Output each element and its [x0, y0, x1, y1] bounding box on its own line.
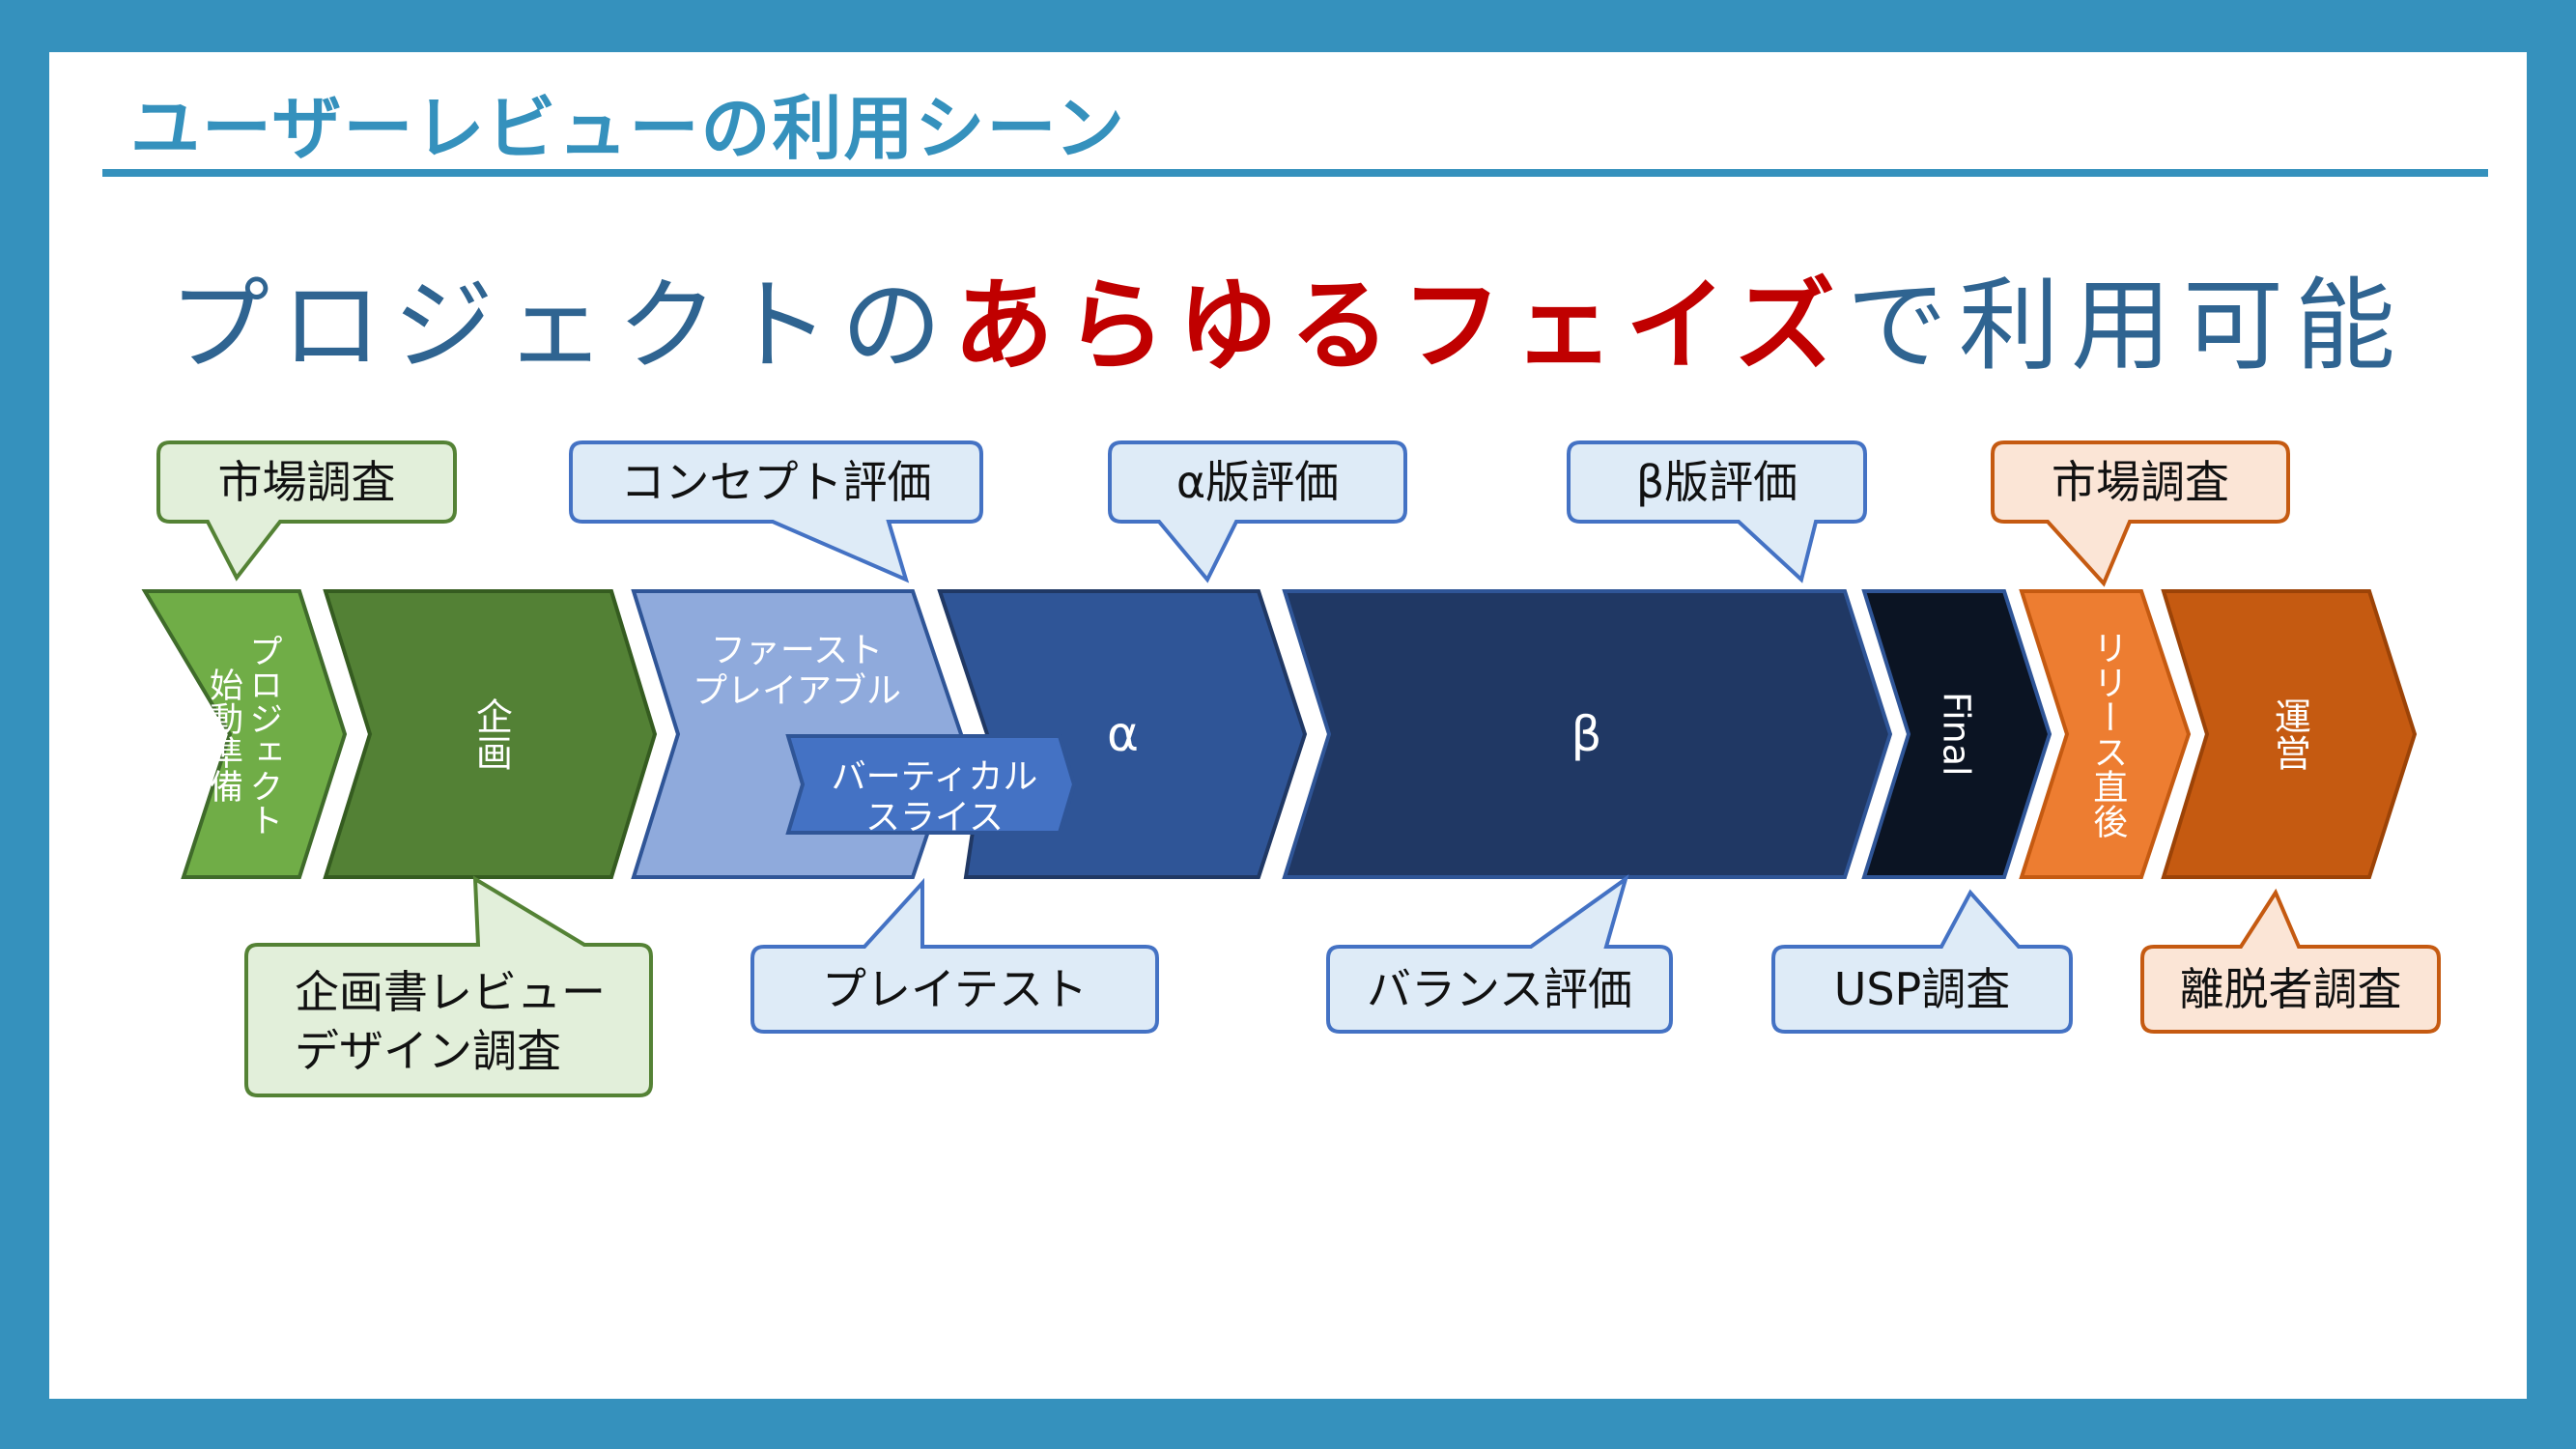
callout-balance-evaluation: バランス評価	[1366, 962, 1633, 1015]
callout-playtest-box	[750, 877, 1159, 1034]
phase-vertical-slice-arrow	[785, 734, 1077, 835]
callout-usp-research: USP調査	[1833, 962, 2011, 1015]
slide-title: ユーザーレビューの利用シーン	[130, 88, 1126, 169]
phase-beta-label: β	[1571, 705, 1602, 762]
phase-alpha-label: α	[1107, 705, 1139, 762]
callout-market-research-2-box	[1991, 440, 2290, 587]
callout-beta-evaluation: β版評価	[1635, 455, 1798, 508]
callout-churn-research: 離脱者調査	[2179, 962, 2402, 1015]
callout-market-research-1-box	[156, 440, 457, 582]
callout-churn-research-box	[2140, 888, 2441, 1034]
callout-alpha-evaluation-box	[1108, 440, 1407, 583]
phase-planning-label: 企画	[469, 697, 513, 771]
headline-prefix: プロジェクトの	[169, 267, 954, 384]
callout-usp-research-box	[1771, 889, 2073, 1034]
title-underline	[102, 169, 2488, 177]
callout-market-research-2: 市場調査	[2052, 455, 2229, 508]
callout-beta-evaluation-box	[1567, 440, 1867, 583]
callout-market-research-1: 市場調査	[217, 455, 396, 508]
phase-first-playable-label: ファースト プレイアブル	[692, 630, 901, 711]
headline-emphasis: あらゆるフェイズ	[953, 267, 1847, 384]
phase-operation-arrow	[2161, 589, 2418, 879]
phase-release-label: リリース直後	[2087, 630, 2128, 838]
phase-release-arrow	[2019, 589, 2192, 879]
callout-balance-evaluation-box	[1326, 874, 1673, 1034]
callout-playtest: プレイテスト	[821, 962, 1089, 1015]
phase-kickoff-arrow	[141, 589, 348, 879]
phase-final-arrow	[1861, 589, 2052, 879]
callout-concept-evaluation-box	[569, 440, 983, 583]
phase-beta-arrow	[1282, 589, 1893, 879]
headline: プロジェクトのあらゆるフェイズで利用可能	[49, 243, 2527, 389]
phase-kickoff-label: プロジェクト始動準備	[204, 634, 283, 837]
callout-concept-evaluation: コンセプト評価	[620, 455, 932, 508]
callout-proposal-review: 企画書レビュー デザイン調査	[295, 966, 606, 1077]
headline-suffix: で利用可能	[1846, 267, 2407, 384]
phase-final-label: Final	[1935, 692, 1978, 777]
phase-planning-arrow	[323, 589, 658, 879]
phase-operation-label: 運営	[2268, 697, 2311, 771]
phase-vertical-slice-label: バーティカル スライス	[831, 756, 1038, 838]
callout-alpha-evaluation: α版評価	[1175, 455, 1340, 508]
callout-proposal-review-box	[244, 875, 653, 1097]
